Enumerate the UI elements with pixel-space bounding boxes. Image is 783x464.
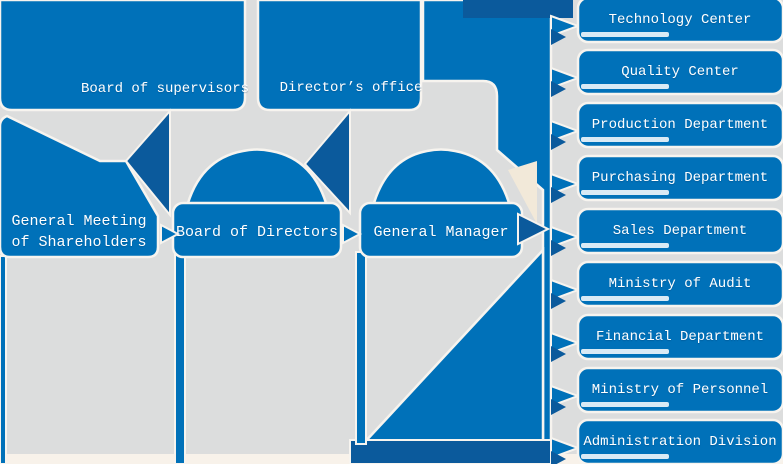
seam-cover bbox=[186, 205, 326, 215]
dept-tab bbox=[550, 14, 581, 38]
dome-general-manager bbox=[370, 148, 513, 212]
dept-swoosh bbox=[581, 137, 669, 142]
dark-wedge-left bbox=[124, 108, 171, 218]
dept-swoosh bbox=[581, 190, 669, 195]
label-dept-production-department: Production Department bbox=[591, 117, 769, 133]
label-dept-purchasing-department: Purchasing Department bbox=[591, 170, 769, 186]
dept-swoosh bbox=[581, 349, 669, 354]
label-dept-technology-center: Technology Center bbox=[608, 12, 752, 28]
label-dept-ministry-of-personnel: Ministry of Personnel bbox=[591, 382, 769, 398]
dept-box bbox=[576, 366, 783, 414]
label-dept-sales-department: Sales Department bbox=[612, 223, 748, 239]
dept-box bbox=[576, 207, 783, 255]
dept-swoosh bbox=[581, 243, 669, 248]
node-directors-office-box bbox=[256, 0, 423, 112]
label-general-meeting-line2: of Shareholders bbox=[11, 234, 147, 251]
label-directors-office: Director’s office bbox=[279, 80, 423, 96]
dept-box bbox=[576, 101, 783, 149]
dept-dark-wedge bbox=[551, 134, 566, 150]
label-dept-quality-center: Quality Center bbox=[621, 64, 739, 80]
dept-tab bbox=[550, 66, 581, 90]
label-general-manager: General Manager bbox=[373, 224, 509, 241]
dept-dark-wedge bbox=[551, 293, 566, 309]
node-general-meeting-box bbox=[0, 114, 160, 259]
dept-dark-wedge bbox=[551, 399, 566, 415]
dark-wedge-middle bbox=[303, 108, 351, 216]
dept-swoosh bbox=[581, 454, 669, 459]
dept-dark-wedge bbox=[551, 81, 566, 97]
dept-tab bbox=[550, 119, 581, 143]
dept-box bbox=[576, 260, 783, 308]
label-dept-ministry-of-audit: Ministry of Audit bbox=[608, 276, 752, 292]
dept-tab bbox=[550, 331, 581, 355]
dept-box bbox=[576, 48, 783, 96]
seam-cover bbox=[372, 205, 509, 215]
dept-box-group-sales-department bbox=[550, 207, 783, 256]
dept-box-group-ministry-of-personnel bbox=[550, 366, 783, 415]
top-dark-band bbox=[463, 0, 573, 18]
dept-tab bbox=[550, 225, 581, 249]
dept-tab bbox=[550, 172, 581, 196]
arrow-directors-to-manager bbox=[342, 223, 363, 245]
bottom-dark-band bbox=[349, 439, 552, 464]
label-dept-administration-division: Administration Division bbox=[583, 434, 777, 450]
dept-dark-wedge bbox=[551, 187, 566, 203]
dept-dark-wedge bbox=[551, 240, 566, 256]
dept-box-group-quality-center bbox=[550, 48, 783, 97]
dept-box bbox=[576, 418, 783, 464]
beige-accent-triangle bbox=[508, 161, 537, 224]
dept-box bbox=[576, 0, 783, 44]
drop-bar-directors bbox=[174, 251, 186, 464]
drop-bar-shareholders bbox=[0, 255, 7, 464]
dept-tab bbox=[550, 436, 581, 460]
dept-swoosh bbox=[581, 32, 669, 37]
label-general-meeting-line1: General Meeting bbox=[11, 213, 147, 230]
dept-swoosh bbox=[581, 84, 669, 89]
dept-box-group-production-department bbox=[550, 101, 783, 150]
diagonal-connector-shape bbox=[360, 246, 545, 446]
dept-box-group-purchasing-department bbox=[550, 154, 783, 203]
dept-box bbox=[576, 313, 783, 361]
drop-bar-manager bbox=[355, 251, 367, 445]
dept-dark-wedge bbox=[551, 29, 566, 45]
arrow-manager-to-rail bbox=[517, 212, 551, 246]
node-board-of-supervisors-box bbox=[0, 0, 247, 112]
dept-dark-wedge bbox=[551, 346, 566, 362]
dept-tab bbox=[550, 384, 581, 408]
label-board-of-supervisors: Board of supervisors bbox=[80, 81, 250, 97]
dept-box bbox=[576, 154, 783, 202]
label-dept-financial-department: Financial Department bbox=[595, 329, 765, 345]
arrow-meeting-to-directors bbox=[160, 223, 181, 245]
dept-swoosh bbox=[581, 296, 669, 301]
dept-box-group-administration-division bbox=[550, 418, 783, 464]
label-board-of-directors: Board of Directors bbox=[175, 224, 339, 241]
dept-swoosh bbox=[581, 402, 669, 407]
dept-tab bbox=[550, 278, 581, 302]
node-board-of-directors-box bbox=[171, 201, 343, 259]
dept-box-group-technology-center bbox=[550, 0, 783, 45]
dept-box-group-financial-department bbox=[550, 313, 783, 362]
dome-board-of-directors bbox=[184, 148, 330, 212]
dept-dark-wedge bbox=[551, 451, 566, 464]
label-general-meeting: General Meeting of Shareholders bbox=[0, 211, 158, 253]
dept-box-group-ministry-of-audit bbox=[550, 260, 783, 309]
